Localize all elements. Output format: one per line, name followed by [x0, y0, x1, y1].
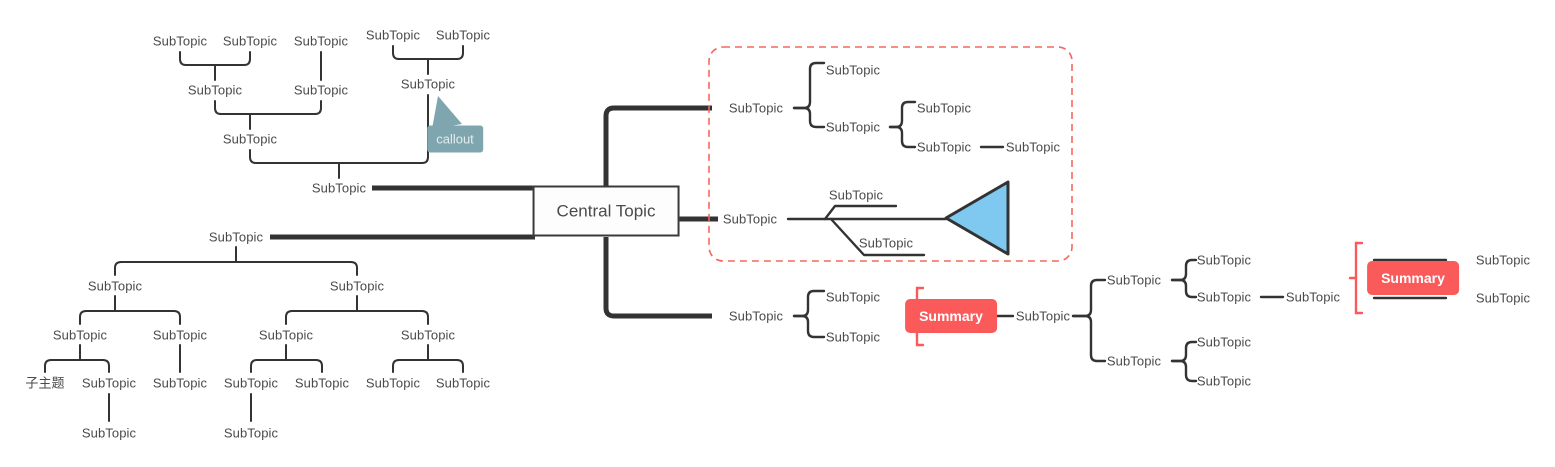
node-right-bottom-l3-2[interactable]: SubTopic — [1196, 334, 1252, 350]
node-bottom-left-l3-2[interactable]: SubTopic — [258, 327, 314, 343]
node-bottom-left-l3-0[interactable]: SubTopic — [52, 327, 108, 343]
rt-c2-to-g1 — [888, 100, 917, 129]
node-bottom-left-l4-4[interactable]: SubTopic — [294, 375, 350, 391]
bottom-left-connectors — [44, 246, 464, 422]
rb-root-to-c1 — [792, 289, 826, 318]
node-right-top-grandchild-1[interactable]: SubTopic — [916, 139, 972, 155]
node-right-top-grandchild-0[interactable]: SubTopic — [916, 100, 972, 116]
rb-root-to-c2 — [792, 314, 826, 339]
trunk-right-bottom — [603, 237, 712, 319]
rb-l2a-to-l3a — [1170, 258, 1198, 282]
callout-tail — [432, 96, 462, 129]
rt-root-to-c1 — [792, 61, 826, 110]
node-bottom-left-l4-3[interactable]: SubTopic — [223, 375, 279, 391]
tl-b2-left — [214, 100, 222, 115]
trunk-right-top — [603, 105, 712, 186]
node-summary-right-child-0[interactable]: SubTopic — [1475, 252, 1531, 268]
node-top-left-l3-0[interactable]: SubTopic — [187, 82, 243, 98]
tl-b3-left — [179, 51, 187, 66]
node-bottom-left-l4-2[interactable]: SubTopic — [152, 375, 208, 391]
bl-b1-right — [173, 310, 181, 325]
bl-b3-right — [102, 359, 110, 373]
node-right-bottom-child-1[interactable]: SubTopic — [825, 329, 881, 345]
node-right-bottom-l3-leaf[interactable]: SubTopic — [1285, 289, 1341, 305]
node-bottom-left-l5-0[interactable]: SubTopic — [81, 425, 137, 441]
node-top-left-l2-0[interactable]: SubTopic — [222, 131, 278, 147]
node-bottom-left-l4-1[interactable]: SubTopic — [81, 375, 137, 391]
fishbone-rib-up — [823, 204, 898, 221]
bl-b2-left — [285, 310, 293, 325]
bl-b1-left — [79, 310, 87, 325]
arrow-triangle-icon[interactable] — [944, 180, 1010, 256]
node-right-bottom-l2-1[interactable]: SubTopic — [1106, 353, 1162, 369]
node-bottom-left-l4-0[interactable]: 子主题 — [25, 375, 65, 391]
node-bottom-left-l3-1[interactable]: SubTopic — [152, 327, 208, 343]
tl-b2-right — [314, 100, 322, 115]
node-right-middle-rib-0[interactable]: SubTopic — [828, 187, 884, 203]
bl-b5-right — [315, 359, 323, 373]
right-middle-fishbone-connectors — [786, 204, 948, 257]
node-bottom-left-root[interactable]: SubTopic — [208, 229, 264, 245]
top-left-connectors — [179, 45, 464, 179]
node-right-middle-root[interactable]: SubTopic — [722, 211, 778, 227]
node-top-left-l4-3[interactable]: SubTopic — [365, 27, 421, 43]
right-bottom-connectors — [792, 258, 1448, 383]
rt-root-to-c2 — [792, 106, 826, 129]
node-right-bottom-root[interactable]: SubTopic — [728, 308, 784, 324]
node-right-bottom-l3-1[interactable]: SubTopic — [1196, 289, 1252, 305]
node-right-top-leaf[interactable]: SubTopic — [1005, 139, 1061, 155]
node-right-bottom-child-0[interactable]: SubTopic — [825, 289, 881, 305]
node-right-top-root[interactable]: SubTopic — [728, 100, 784, 116]
node-top-left-l2-1[interactable]: SubTopic — [400, 76, 456, 92]
bl-b3-left — [44, 359, 52, 373]
node-bottom-left-l5-1[interactable]: SubTopic — [223, 425, 279, 441]
node-right-bottom-l3-0[interactable]: SubTopic — [1196, 252, 1252, 268]
bl-b2-right — [421, 310, 429, 325]
main-trunks — [270, 105, 718, 319]
summary-box-left[interactable]: Summary — [905, 299, 997, 333]
summary-box-right[interactable]: Summary — [1367, 261, 1459, 295]
node-right-bottom-l3-3[interactable]: SubTopic — [1196, 373, 1252, 389]
node-bottom-left-l4-6[interactable]: SubTopic — [435, 375, 491, 391]
central-topic[interactable]: Central Topic — [532, 185, 680, 237]
node-top-left-root[interactable]: SubTopic — [311, 180, 367, 196]
bl-b5-left — [250, 359, 258, 373]
rb-l2b-to-l3d — [1170, 359, 1198, 383]
bl-b6-right — [456, 359, 464, 373]
node-after-summary[interactable]: SubTopic — [1015, 308, 1071, 324]
node-bottom-left-l4-5[interactable]: SubTopic — [365, 375, 421, 391]
node-top-left-l3-1[interactable]: SubTopic — [293, 82, 349, 98]
tl-bus-right — [421, 94, 429, 164]
rb-l2a-to-l3b — [1170, 278, 1198, 299]
bl-b6-left — [392, 359, 400, 373]
callout-bubble[interactable]: callout — [427, 125, 483, 153]
tl-bus-left — [249, 149, 257, 164]
rt-c2-to-g2 — [888, 125, 917, 149]
node-summary-right-child-1[interactable]: SubTopic — [1475, 290, 1531, 306]
node-bottom-left-l3-3[interactable]: SubTopic — [400, 327, 456, 343]
node-top-left-l4-0[interactable]: SubTopic — [152, 33, 208, 49]
boundary-dashed-rect[interactable] — [708, 46, 1073, 262]
node-right-top-child-0[interactable]: SubTopic — [825, 62, 881, 78]
tl-b3-right — [243, 51, 251, 66]
tl-b5-right — [456, 45, 464, 60]
node-top-left-l4-4[interactable]: SubTopic — [435, 27, 491, 43]
tl-b5-left — [392, 45, 400, 60]
rb-l2b-to-l3c — [1170, 340, 1198, 363]
right-top-connectors — [792, 61, 1005, 149]
node-bottom-left-l2-0[interactable]: SubTopic — [87, 278, 143, 294]
bl-bus-left — [114, 261, 122, 276]
fishbone-rib-down — [829, 217, 926, 257]
node-right-middle-rib-1[interactable]: SubTopic — [858, 235, 914, 251]
node-right-top-child-1[interactable]: SubTopic — [825, 119, 881, 135]
rb-n-to-l2b — [1071, 314, 1107, 363]
node-top-left-l4-2[interactable]: SubTopic — [293, 33, 349, 49]
node-top-left-l4-1[interactable]: SubTopic — [222, 33, 278, 49]
node-right-bottom-l2-0[interactable]: SubTopic — [1106, 272, 1162, 288]
rb-n-to-l2a — [1071, 278, 1107, 318]
node-bottom-left-l2-1[interactable]: SubTopic — [329, 278, 385, 294]
bl-bus-right — [350, 261, 358, 276]
